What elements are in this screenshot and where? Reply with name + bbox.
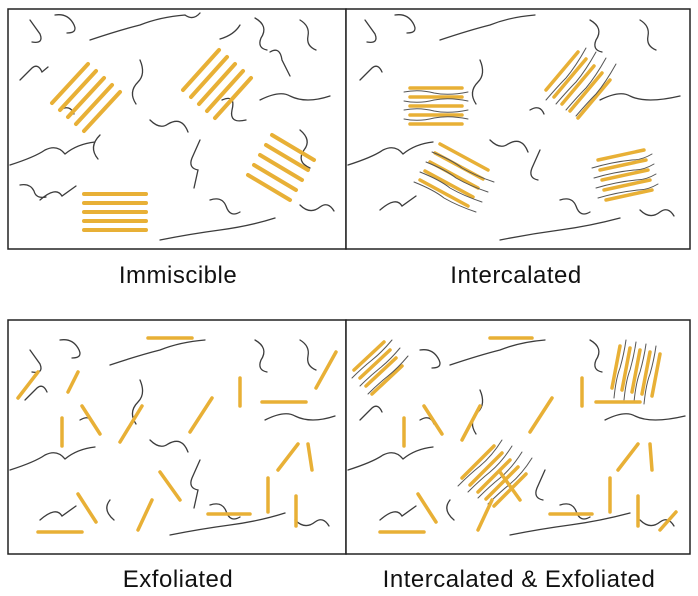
exfoliated-platelets bbox=[16, 336, 338, 534]
caption-intercalated-exfoliated: Intercalated & Exfoliated bbox=[382, 566, 656, 593]
panel-exfoliated bbox=[7, 319, 347, 555]
intercalated-stack bbox=[403, 86, 469, 126]
platelet-stack bbox=[50, 62, 122, 133]
caption-intercalated: Intercalated bbox=[450, 262, 582, 289]
intercalated-stack bbox=[544, 47, 617, 120]
polymer-chains bbox=[9, 12, 335, 241]
caption-exfoliated: Exfoliated bbox=[122, 566, 234, 593]
panel-intercalated bbox=[345, 8, 691, 250]
panel-immiscible bbox=[7, 8, 347, 250]
polymer-chains bbox=[347, 14, 681, 241]
platelet-stack bbox=[181, 48, 253, 120]
panel-frame bbox=[345, 8, 691, 250]
platelet-stack bbox=[82, 192, 148, 232]
panel-frame bbox=[7, 8, 347, 250]
intercalated-stack bbox=[413, 142, 495, 213]
exfoliated-platelets bbox=[378, 336, 678, 534]
caption-immiscible: Immiscible bbox=[118, 262, 238, 289]
panel-intercalated-exfoliated bbox=[345, 319, 691, 555]
intercalated-stack bbox=[351, 339, 409, 396]
intercalated-stack bbox=[610, 339, 662, 405]
polymer-chains bbox=[9, 339, 336, 536]
intercalated-stack bbox=[457, 439, 533, 508]
intercalated-stack bbox=[591, 148, 659, 202]
platelet-stack bbox=[246, 133, 316, 202]
polymer-chains bbox=[347, 339, 686, 536]
